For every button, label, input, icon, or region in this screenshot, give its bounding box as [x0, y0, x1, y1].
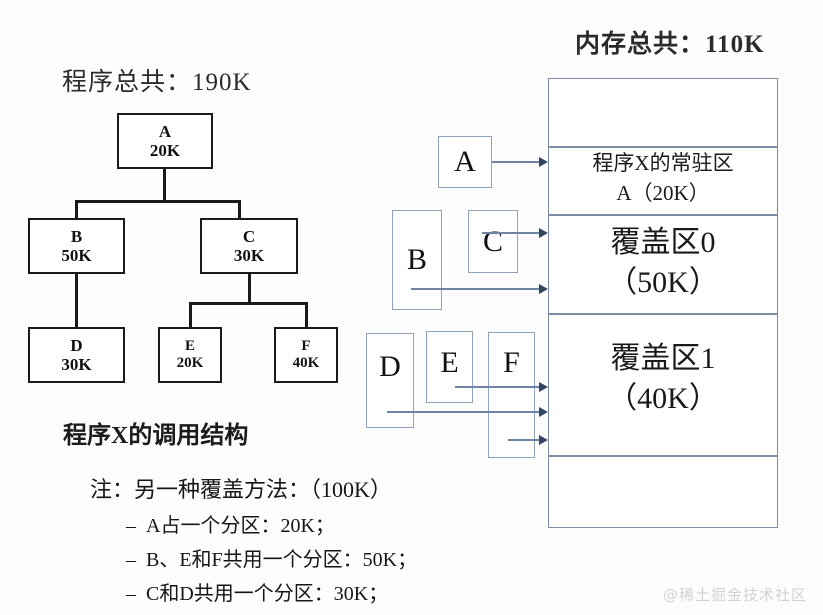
arrow-a-line [492, 161, 540, 163]
tree-node-d: D 30K [28, 327, 125, 383]
tree-node-e-size: 20K [176, 355, 204, 371]
tree-node-c-size: 30K [233, 246, 265, 265]
note-dash-3: – [126, 583, 136, 605]
module-box-e-label: E [440, 346, 459, 379]
tree-node-a-size: 20K [149, 141, 181, 160]
module-box-a-label: A [454, 145, 476, 178]
program-total-title: 程序总共：190K [62, 69, 252, 96]
arrow-c-line [482, 232, 540, 234]
tree-node-d-name: D [70, 335, 83, 355]
tree-node-b-name: B [70, 226, 83, 246]
tree-edge-a-down [163, 169, 166, 201]
module-box-d: D [366, 333, 414, 428]
tree-node-f-name: F [301, 338, 311, 355]
notes-block: 注：另一种覆盖方法：（100K） –A占一个分区：20K； –B、E和F共用一个… [90, 472, 417, 606]
arrow-f-line [508, 439, 540, 441]
arrow-e-line [455, 386, 540, 388]
arrow-b-head [539, 284, 548, 294]
memory-region-resident-line2: A（20K） [616, 181, 710, 205]
note-dash-1: – [126, 515, 136, 537]
note-item-2: –B、E和F共用一个分区：50K； [126, 543, 417, 572]
module-box-c: C [468, 210, 518, 273]
arrow-d-line [387, 411, 540, 413]
tree-node-d-size: 30K [61, 355, 92, 374]
memory-divider-2 [549, 214, 777, 216]
tree-edge-c-span [190, 302, 307, 305]
memory-region-overlay0-line2: （50K） [607, 266, 719, 299]
tree-edge-to-b [75, 200, 78, 219]
module-box-e: E [426, 331, 473, 403]
arrow-d-head [539, 407, 548, 417]
tree-node-a: A 20K [117, 113, 213, 169]
tree-node-a-name: A [158, 121, 172, 141]
note-item-3: –C和D共用一个分区：30K； [126, 577, 417, 606]
memory-region-overlay0-line1: 覆盖区0 [610, 226, 716, 259]
arrow-e-head [539, 382, 548, 392]
tree-edge-to-e [189, 302, 192, 327]
tree-node-f: F 40K [274, 327, 338, 383]
tree-node-b-size: 50K [61, 246, 92, 265]
tree-edge-to-f [305, 302, 308, 327]
module-box-d-label: D [379, 350, 401, 383]
notes-heading: 注：另一种覆盖方法：（100K） [90, 477, 392, 502]
memory-total-title: 内存总共：110K [575, 31, 765, 58]
arrow-b-line [411, 288, 540, 290]
arrow-c-head [539, 228, 548, 238]
memory-divider-3 [549, 313, 777, 315]
tree-edge-a-span [76, 200, 240, 203]
memory-divider-1 [549, 146, 777, 148]
tree-node-f-size: 40K [292, 355, 320, 371]
memory-region-overlay1-line2: （40K） [607, 382, 719, 415]
memory-divider-4 [549, 455, 777, 457]
note-dash-2: – [126, 549, 136, 571]
tree-node-e: E 20K [158, 327, 222, 383]
tree-edge-c-down [248, 274, 251, 303]
tree-edge-b-d [75, 274, 78, 327]
module-box-c-label: C [482, 224, 503, 258]
arrow-f-head [539, 435, 548, 445]
tree-node-b: B 50K [28, 218, 125, 274]
memory-map: 程序X的常驻区 A（20K） 覆盖区0 （50K） 覆盖区1 （40K） [548, 78, 778, 528]
note-item-1: –A占一个分区：20K； [126, 509, 417, 538]
arrow-a-head [539, 157, 548, 167]
tree-node-c-name: C [242, 226, 256, 246]
module-box-a: A [438, 136, 492, 188]
watermark: @稀土掘金技术社区 [662, 586, 807, 604]
module-box-b: B [392, 210, 442, 310]
note-text-3: C和D共用一个分区：30K； [146, 583, 389, 605]
tree-edge-to-c [238, 200, 241, 219]
tree-node-c: C 30K [200, 218, 298, 274]
module-box-b-label: B [406, 243, 427, 276]
memory-region-overlay1-line1: 覆盖区1 [610, 342, 716, 375]
memory-region-resident-line1: 程序X的常驻区 [592, 151, 734, 175]
module-box-f: F [488, 332, 535, 458]
module-box-f-label: F [503, 346, 520, 379]
tree-node-e-name: E [184, 338, 195, 355]
note-text-1: A占一个分区：20K； [146, 515, 335, 537]
call-structure-caption: 程序X的调用结构 [63, 423, 249, 449]
note-text-2: B、E和F共用一个分区：50K； [146, 549, 418, 571]
